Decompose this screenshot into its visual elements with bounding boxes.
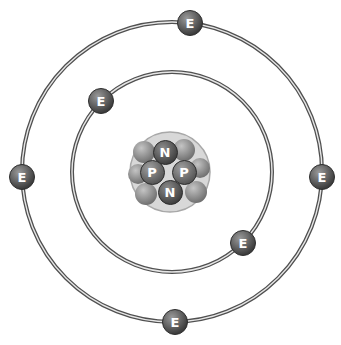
ball-shape [310,165,335,190]
particle-letter: E [97,95,106,108]
neutron-ball: N [158,180,183,205]
outer-orbit [22,22,322,322]
orbit-rings [22,22,322,322]
electron-ball: E [9,164,35,190]
ball-shape [158,180,182,204]
particle-letter: N [160,146,171,159]
ball-shape [178,11,203,36]
ball-shape [172,160,196,184]
inner-orbit [72,72,272,272]
electron-ball: E [177,10,203,36]
nucleon-ball [135,183,157,205]
particle-letter: E [186,17,195,30]
particle-letter: P [147,166,157,179]
ball-shape [163,310,188,335]
particle-letter: E [318,171,327,184]
electron-ball: E [162,309,188,335]
ball-shape [89,89,114,114]
particle-letter: E [171,316,180,329]
inner-orbit-highlight [72,72,272,272]
particle-letter: E [18,171,27,184]
particle-letter: N [165,186,176,199]
electron-ball: E [88,88,114,114]
nucleus-glow [130,132,210,212]
ball-shape [10,165,35,190]
ball-shape [231,231,256,256]
proton-ball: P [140,160,165,185]
electron-ball: E [230,230,256,256]
ball-shape [140,160,164,184]
particle-letter: P [179,166,189,179]
nucleus [128,132,210,212]
nucleon-ball [185,181,207,203]
particle-letter: E [239,237,248,250]
outer-orbit-highlight [22,22,322,322]
electron-ball: E [309,164,335,190]
